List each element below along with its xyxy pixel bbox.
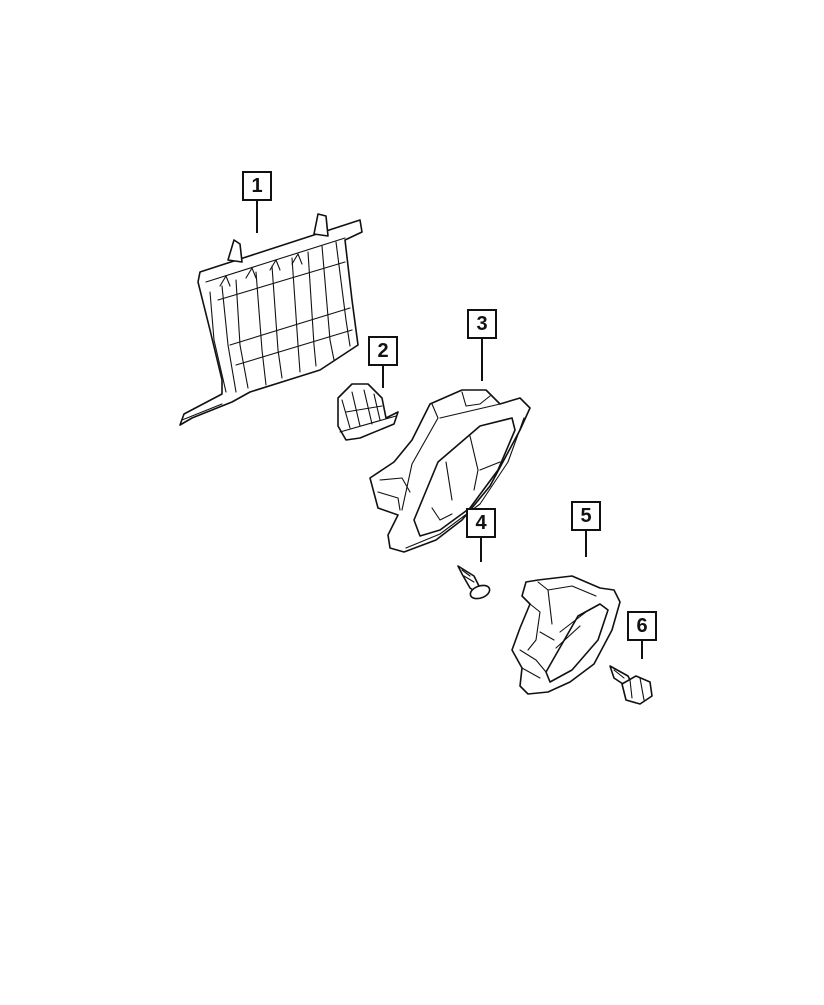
callout-2-label: 2 [377, 339, 389, 362]
leader-1 [256, 201, 258, 233]
callout-5: 5 [571, 501, 601, 531]
leader-6 [641, 641, 643, 659]
leader-5 [585, 531, 587, 557]
part-5-handle-assembly [511, 575, 621, 695]
part-4-screw [457, 565, 491, 600]
callout-3-label: 3 [476, 312, 488, 335]
callout-3: 3 [467, 309, 497, 339]
callout-4: 4 [466, 508, 496, 538]
leader-2 [382, 366, 384, 388]
callout-4-label: 4 [475, 511, 487, 534]
part-3-handle-housing [369, 389, 531, 553]
callout-6: 6 [627, 611, 657, 641]
part-6-bolt [609, 665, 653, 705]
callout-1-label: 1 [251, 174, 263, 197]
callout-6-label: 6 [636, 614, 648, 637]
callout-2: 2 [368, 336, 398, 366]
callout-1: 1 [242, 171, 272, 201]
leader-4 [480, 538, 482, 562]
leader-3 [481, 339, 483, 381]
callout-5-label: 5 [580, 504, 592, 527]
part-1-trim-panel [179, 213, 363, 426]
part-2-clip [337, 383, 399, 441]
